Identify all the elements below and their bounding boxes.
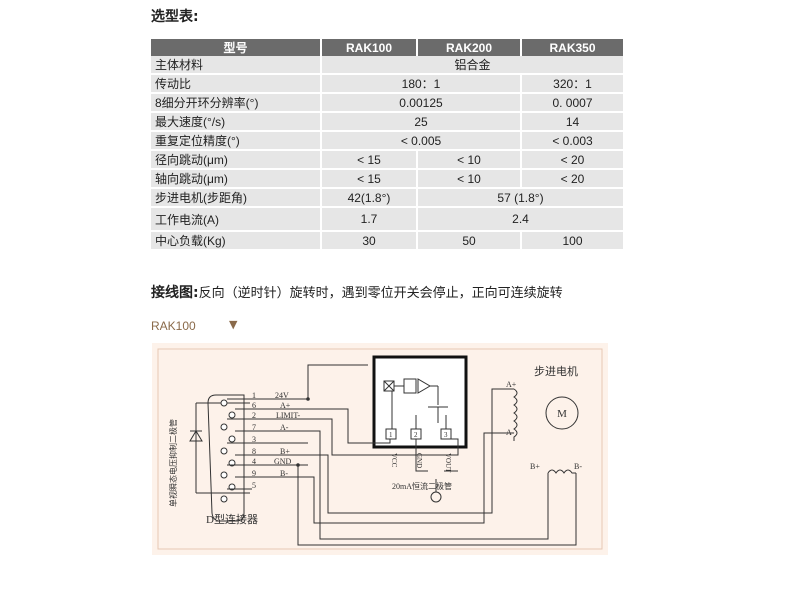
wiring-diagram: 单视瞬态电压抑制二极管 D型连接器 1 6 2 7 3 8 4 9 5 bbox=[152, 343, 608, 555]
motor-symbol: M bbox=[557, 408, 567, 420]
header-rak200: RAK200 bbox=[417, 39, 522, 56]
table-row: 步进电机(步距角) 42(1.8°) 57 (1.8°) bbox=[151, 188, 623, 208]
selection-title: 选型表: bbox=[151, 9, 199, 25]
wiring-heading: 接线图:反向（逆时针）旋转时，遇到零位开关会停止，正向可连续旋转 bbox=[151, 282, 563, 302]
row-label: 最大速度(°/s) bbox=[151, 112, 322, 132]
row-label: 8细分开环分辨率(°) bbox=[151, 93, 322, 113]
cell-value: 1.7 bbox=[321, 207, 418, 232]
current-diode-label: 20mA恒流二极管 bbox=[392, 481, 452, 491]
coil-label: A+ bbox=[506, 380, 517, 389]
table-row: 工作电流(A) 1.7 2.4 bbox=[151, 207, 623, 232]
d-connector-icon bbox=[207, 394, 245, 522]
pin-leads bbox=[227, 398, 308, 490]
side-label: 单视瞬态电压抑制二极管 bbox=[168, 419, 178, 507]
cell-value: < 0.005 bbox=[321, 131, 522, 151]
row-label: 中心负载(Kg) bbox=[151, 231, 322, 251]
table-row: 8细分开环分辨率(°) 0.00125 0. 0007 bbox=[151, 93, 623, 113]
motor-icon bbox=[545, 396, 579, 430]
motor-label: 步进电机 bbox=[534, 364, 578, 378]
model-tag: RAK100 bbox=[151, 319, 196, 333]
cell-value: 100 bbox=[521, 231, 623, 251]
pin-signal: A+ bbox=[280, 401, 291, 410]
diagram-frame bbox=[157, 348, 603, 550]
pin-number: 8 bbox=[252, 447, 256, 456]
cell-value: < 20 bbox=[521, 150, 623, 170]
cell-value: < 10 bbox=[417, 169, 522, 189]
sensor-pin-number: 2 bbox=[414, 431, 418, 439]
sensor-pin-number: 1 bbox=[389, 431, 393, 439]
selection-table: 型号 RAK100 RAK200 RAK350 主体材料 铝合金 传动比 180… bbox=[151, 39, 623, 251]
cell-value: < 0.003 bbox=[521, 131, 623, 151]
wires bbox=[297, 364, 577, 546]
cell-value: 320：1 bbox=[521, 74, 623, 94]
cell-value: < 15 bbox=[321, 150, 418, 170]
cell-value: < 10 bbox=[417, 150, 522, 170]
pin-number: 5 bbox=[252, 481, 256, 490]
header-rak350: RAK350 bbox=[521, 39, 623, 56]
pin-number: 7 bbox=[252, 423, 256, 432]
pin-number: 2 bbox=[252, 411, 256, 420]
coil-label: B+ bbox=[530, 462, 540, 471]
cell-value: 2.4 bbox=[417, 207, 623, 232]
table-row: 最大速度(°/s) 25 14 bbox=[151, 112, 623, 132]
pin-number: 4 bbox=[252, 457, 256, 466]
wiring-title: 接线图: bbox=[151, 285, 199, 301]
row-label: 重复定位精度(°) bbox=[151, 131, 322, 151]
cell-value: 30 bbox=[321, 231, 418, 251]
coil-label: A- bbox=[506, 428, 515, 437]
pin-signal: 24V bbox=[275, 391, 289, 400]
pin-signal: LIMIT- bbox=[276, 411, 300, 420]
cell-value: 42(1.8°) bbox=[321, 188, 418, 208]
wiring-description: 反向（逆时针）旋转时，遇到零位开关会停止，正向可连续旋转 bbox=[198, 286, 563, 301]
pin-signal: B+ bbox=[280, 447, 290, 456]
sensor-pin-label: VOUT bbox=[444, 453, 452, 473]
row-label: 传动比 bbox=[151, 74, 322, 94]
cell-value: 铝合金 bbox=[321, 56, 623, 75]
cell-value: 0.00125 bbox=[321, 93, 522, 113]
pin-number: 1 bbox=[252, 391, 256, 400]
pin-signal: A- bbox=[280, 423, 289, 432]
cell-value: 50 bbox=[417, 231, 522, 251]
coil-label: B- bbox=[574, 462, 582, 471]
cell-value: 14 bbox=[521, 112, 623, 132]
table-row: 主体材料 铝合金 bbox=[151, 56, 623, 75]
table-row: 中心负载(Kg) 30 50 100 bbox=[151, 231, 623, 251]
cell-value: 180：1 bbox=[321, 74, 522, 94]
row-label: 轴向跳动(μm) bbox=[151, 169, 322, 189]
pin-number: 3 bbox=[252, 435, 256, 444]
row-label: 工作电流(A) bbox=[151, 207, 322, 232]
cell-value: < 20 bbox=[521, 169, 623, 189]
table-row: 径向跳动(μm) < 15 < 10 < 20 bbox=[151, 150, 623, 170]
connector-pins bbox=[220, 399, 236, 503]
pin-signal: GND bbox=[274, 457, 292, 466]
table-header-row: 型号 RAK100 RAK200 RAK350 bbox=[151, 39, 623, 56]
table-row: 重复定位精度(°) < 0.005 < 0.003 bbox=[151, 131, 623, 151]
pin-number: 6 bbox=[252, 401, 256, 410]
sensor-pin-label: GND bbox=[415, 453, 423, 468]
header-model: 型号 bbox=[151, 39, 322, 56]
hall-sensor-icon bbox=[383, 378, 448, 429]
row-label: 步进电机(步距角) bbox=[151, 188, 322, 208]
pin-number: 9 bbox=[252, 469, 256, 478]
sensor-pin-label: VCC bbox=[390, 453, 398, 468]
cell-value: 25 bbox=[321, 112, 522, 132]
cell-value: 57 (1.8°) bbox=[417, 188, 623, 208]
sensor-pin-number: 3 bbox=[444, 431, 448, 439]
stepper-coils bbox=[513, 388, 576, 474]
table-row: 轴向跳动(μm) < 15 < 10 < 20 bbox=[151, 169, 623, 189]
row-label: 径向跳动(μm) bbox=[151, 150, 322, 170]
connector-label: D型连接器 bbox=[206, 512, 258, 526]
pin-signal: B- bbox=[280, 469, 288, 478]
table-row: 传动比 180：1 320：1 bbox=[151, 74, 623, 94]
row-label: 主体材料 bbox=[151, 56, 322, 75]
dropdown-arrow-icon[interactable]: ▼ bbox=[229, 318, 238, 331]
cell-value: < 15 bbox=[321, 169, 418, 189]
header-rak100: RAK100 bbox=[321, 39, 418, 56]
cell-value: 0. 0007 bbox=[521, 93, 623, 113]
